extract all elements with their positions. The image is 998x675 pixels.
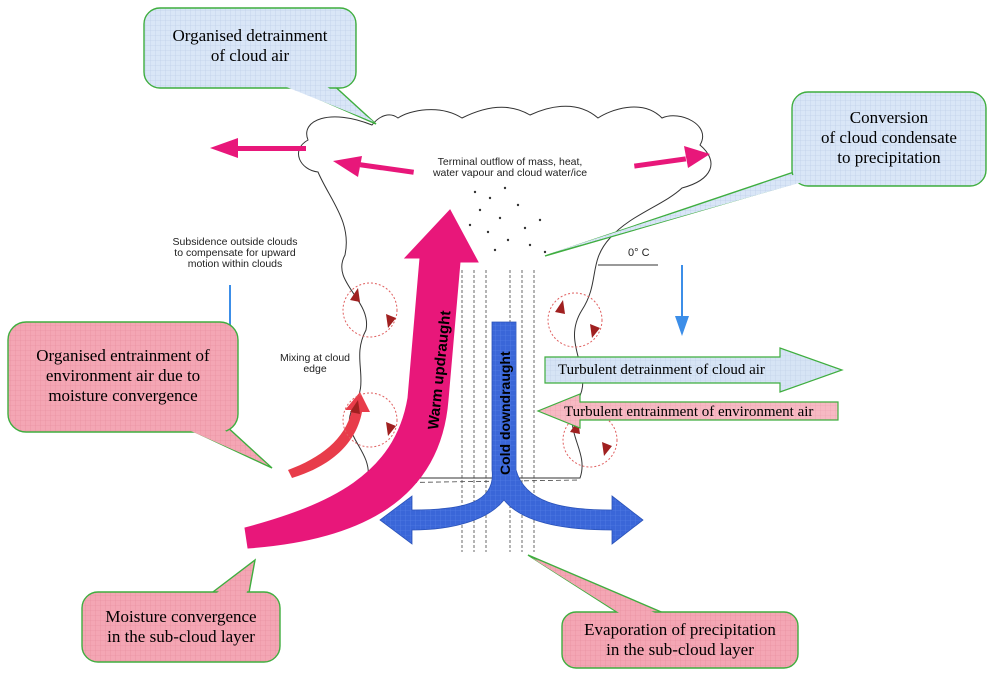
mixing-eddies (342, 282, 618, 468)
outflow-arrow-far-left (210, 138, 306, 158)
turbulent-entrainment-label: Turbulent entrainment of environment air (564, 404, 814, 420)
terminal-outflow-label: Terminal outflow of mass, heat, water va… (432, 156, 588, 179)
outflow-arrow-left (333, 156, 415, 177)
callout-entrainment (7, 321, 273, 469)
turbulent-detrainment-arrow (544, 347, 844, 393)
callout-conversion (544, 91, 987, 257)
eddy-arrowheads (350, 288, 612, 456)
precipitation-dots (468, 186, 547, 254)
callout-detrainment-text: Organised detrainment of cloud air (172, 26, 328, 65)
cold-downdraught-arrow (379, 321, 644, 545)
callout-evaporation-text: Evaporation of precipitation in the sub-… (584, 620, 776, 659)
subsidence-arrow-right (675, 265, 689, 336)
callout-moisture (81, 558, 281, 663)
zero-c-label: 0° C (628, 247, 650, 259)
callout-evaporation (527, 554, 799, 669)
subsidence-label: Subsidence outside clouds to compensate … (172, 236, 298, 270)
callout-moisture-text: Moisture convergence in the sub-cloud la… (105, 607, 257, 646)
turbulent-entrainment-arrow (536, 393, 839, 429)
outflow-arrow-right (633, 146, 710, 169)
outflow-arrows (210, 138, 710, 177)
callout-entrainment-text: Organised entrainment of environment air… (36, 346, 210, 405)
warm-updraught-arrow (244, 209, 479, 549)
cold-downdraught-label: Cold downdraught (497, 351, 513, 475)
callout-detrainment (143, 7, 377, 125)
callout-conversion-text: Conversion of cloud condensate to precip… (821, 108, 957, 167)
cloud-outline (298, 105, 712, 479)
turbulent-detrainment-label: Turbulent detrainment of cloud air (558, 362, 765, 378)
mixing-label: Mixing at cloud edge (279, 352, 351, 375)
entrainment-inflow-arrow (288, 392, 370, 478)
